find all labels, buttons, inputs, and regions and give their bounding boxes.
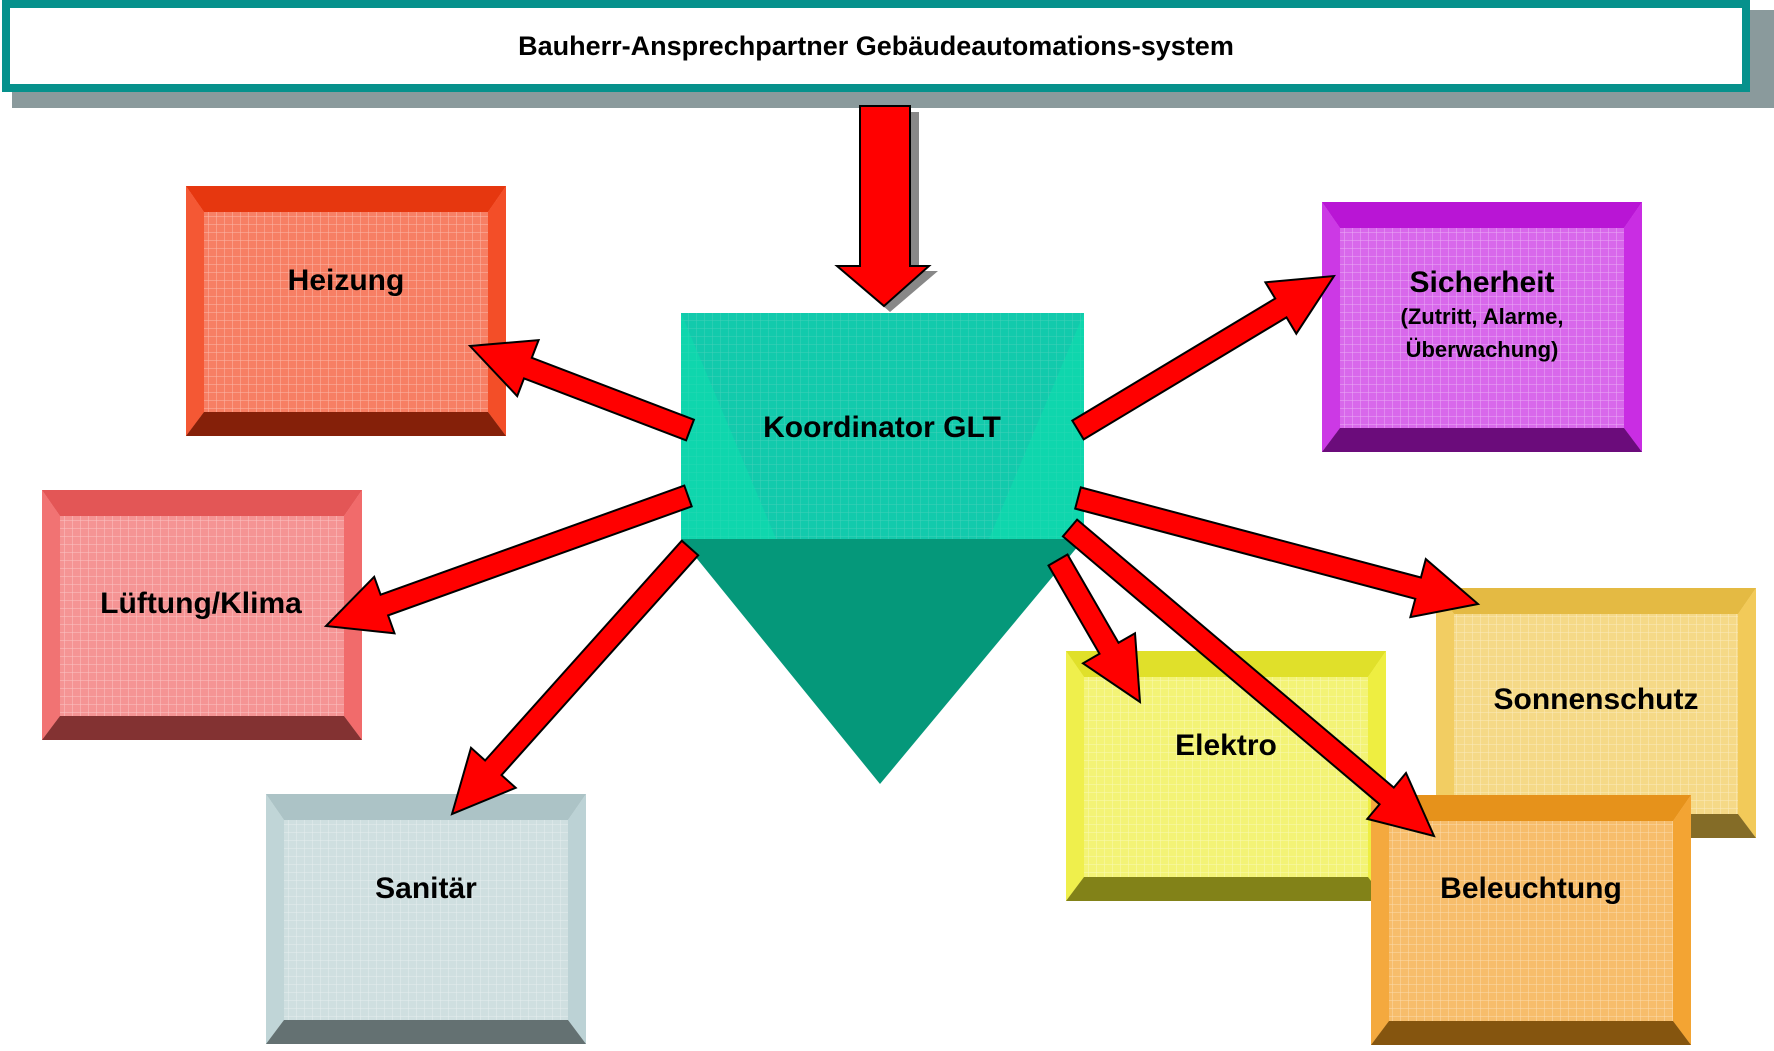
title-box: Bauherr-Ansprechpartner Gebäudeautomatio…	[2, 0, 1750, 92]
sanitaer-label: Sanitär	[375, 872, 477, 906]
main-arrow	[834, 105, 938, 312]
sicherheit-subtitle: (Zutritt, Alarme, Überwachung)	[1400, 304, 1564, 362]
heizung-title: Heizung	[287, 264, 405, 297]
heizung-box	[186, 186, 506, 436]
page-title: Bauherr-Ansprechpartner Gebäudeautomatio…	[518, 30, 1234, 61]
lueftung-label: Lüftung/Klima	[100, 587, 302, 621]
sicherheit-box	[1322, 202, 1642, 452]
elektro-title: Elektro	[1175, 729, 1277, 762]
elektro-label: Elektro	[1175, 729, 1277, 763]
heizung-label: Heizung	[288, 264, 405, 298]
sanitaer-title: Sanitär	[375, 872, 477, 905]
sicherheit-title: Sicherheit	[1409, 266, 1555, 299]
elektro-box	[1066, 651, 1386, 901]
sonnenschutz-title: Sonnenschutz	[1493, 683, 1699, 716]
connector-arrow-1	[467, 338, 696, 442]
beleuchtung-box	[1371, 795, 1691, 1045]
connector-arrow-3	[450, 539, 700, 816]
sicherheit-label: Sicherheit (Zutritt, Alarme, Überwachung)	[1367, 266, 1597, 366]
center-label: Koordinator GLT	[763, 411, 1001, 444]
connector-arrow-5	[1073, 486, 1481, 619]
connector-arrow-6	[1047, 553, 1142, 704]
beleuchtung-title: Beleuchtung	[1440, 872, 1622, 905]
beleuchtung-label: Beleuchtung	[1440, 872, 1622, 906]
lueftung-title: Lüftung/Klima	[100, 587, 302, 620]
sanitaer-box	[266, 794, 586, 1044]
sonnenschutz-label: Sonnenschutz	[1493, 683, 1698, 717]
center-funnel	[681, 313, 1084, 784]
connector-arrow-4	[1070, 274, 1336, 441]
connector-arrow-7	[1061, 518, 1436, 838]
lueftung-box	[42, 490, 362, 740]
connector-arrow-2	[323, 484, 693, 635]
